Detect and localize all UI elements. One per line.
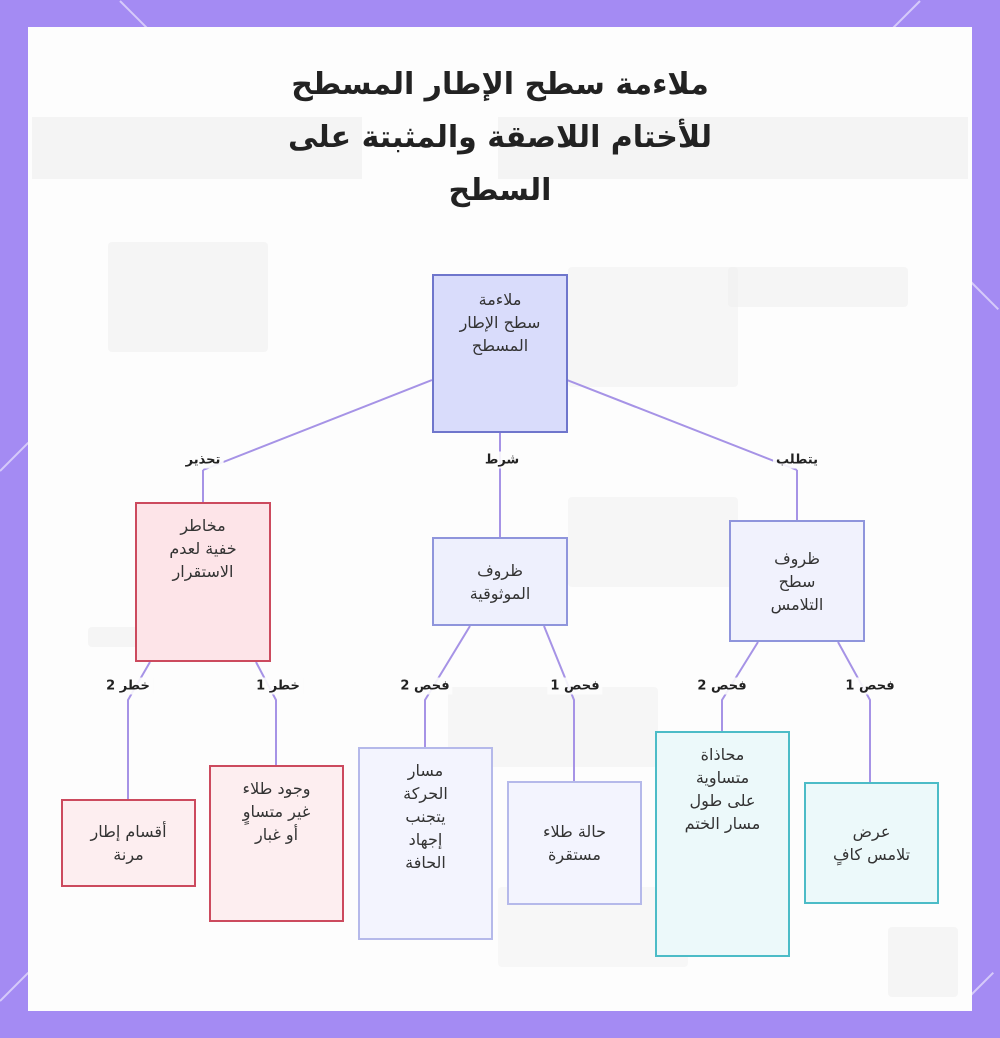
background-decoration [568,497,738,587]
node-root[interactable]: ملاءمة سطح الإطار المسطح [432,274,568,433]
edge-label-check2-contact: فحص 2 [694,677,750,695]
edge-rel-stable [543,625,575,781]
edge-rel-motion [424,625,471,747]
edge-label-warning: تحذير [182,451,224,469]
node-sufficient-contact-width[interactable]: عرض تلامس كافٍ [804,782,939,904]
node-contact-conditions[interactable]: ظروف سطح التلامس [729,520,865,642]
edge-contact-align [721,641,759,731]
edge-label-check1-reliability: فحص 1 [547,677,603,695]
background-decoration [108,242,268,352]
edge-root-risks [202,379,433,471]
node-motion-path-edge-stress[interactable]: مسار الحركة يتجنب إجهاد الحافة [358,747,493,940]
edge-contact-width [837,641,871,782]
title-line-1: ملاءمة سطح الإطار المسطح [291,67,709,102]
background-decoration [498,117,968,179]
node-even-alignment[interactable]: محاذاة متساوية على طول مسار الختم [655,731,790,957]
background-decoration [32,117,362,179]
title-line-3: السطح [448,173,552,208]
background-decoration [568,267,738,387]
edge-label-check1-contact: فحص 1 [842,677,898,695]
background-decoration [728,267,908,307]
edge-label-check2-reliability: فحص 2 [397,677,453,695]
node-uneven-paint-dust[interactable]: وجود طلاء غير متساوٍ أو غبار [209,765,344,922]
background-decoration [888,927,958,997]
node-stable-paint[interactable]: حالة طلاء مستقرة [507,781,642,905]
edge-root-contact [566,379,798,471]
node-flexible-frame-sections[interactable]: أقسام إطار مرنة [61,799,196,887]
edge-label-condition: شرط [481,451,523,469]
title-line-2: للأختام اللاصقة والمثبتة على [288,120,712,155]
node-reliability-conditions[interactable]: ظروف الموثوقية [432,537,568,626]
node-instability-risks[interactable]: مخاطر خفية لعدم الاستقرار [135,502,271,662]
edge-label-requires: يتطلب [773,451,821,469]
edge-risks-flex [127,661,151,799]
diagram-title: ملاءمة سطح الإطار المسطح للأختام اللاصقة… [120,58,880,217]
edge-label-risk2: خطر 2 [103,677,153,695]
edge-label-risk1: خطر 1 [253,677,303,695]
edge-risks-paint [255,661,277,765]
